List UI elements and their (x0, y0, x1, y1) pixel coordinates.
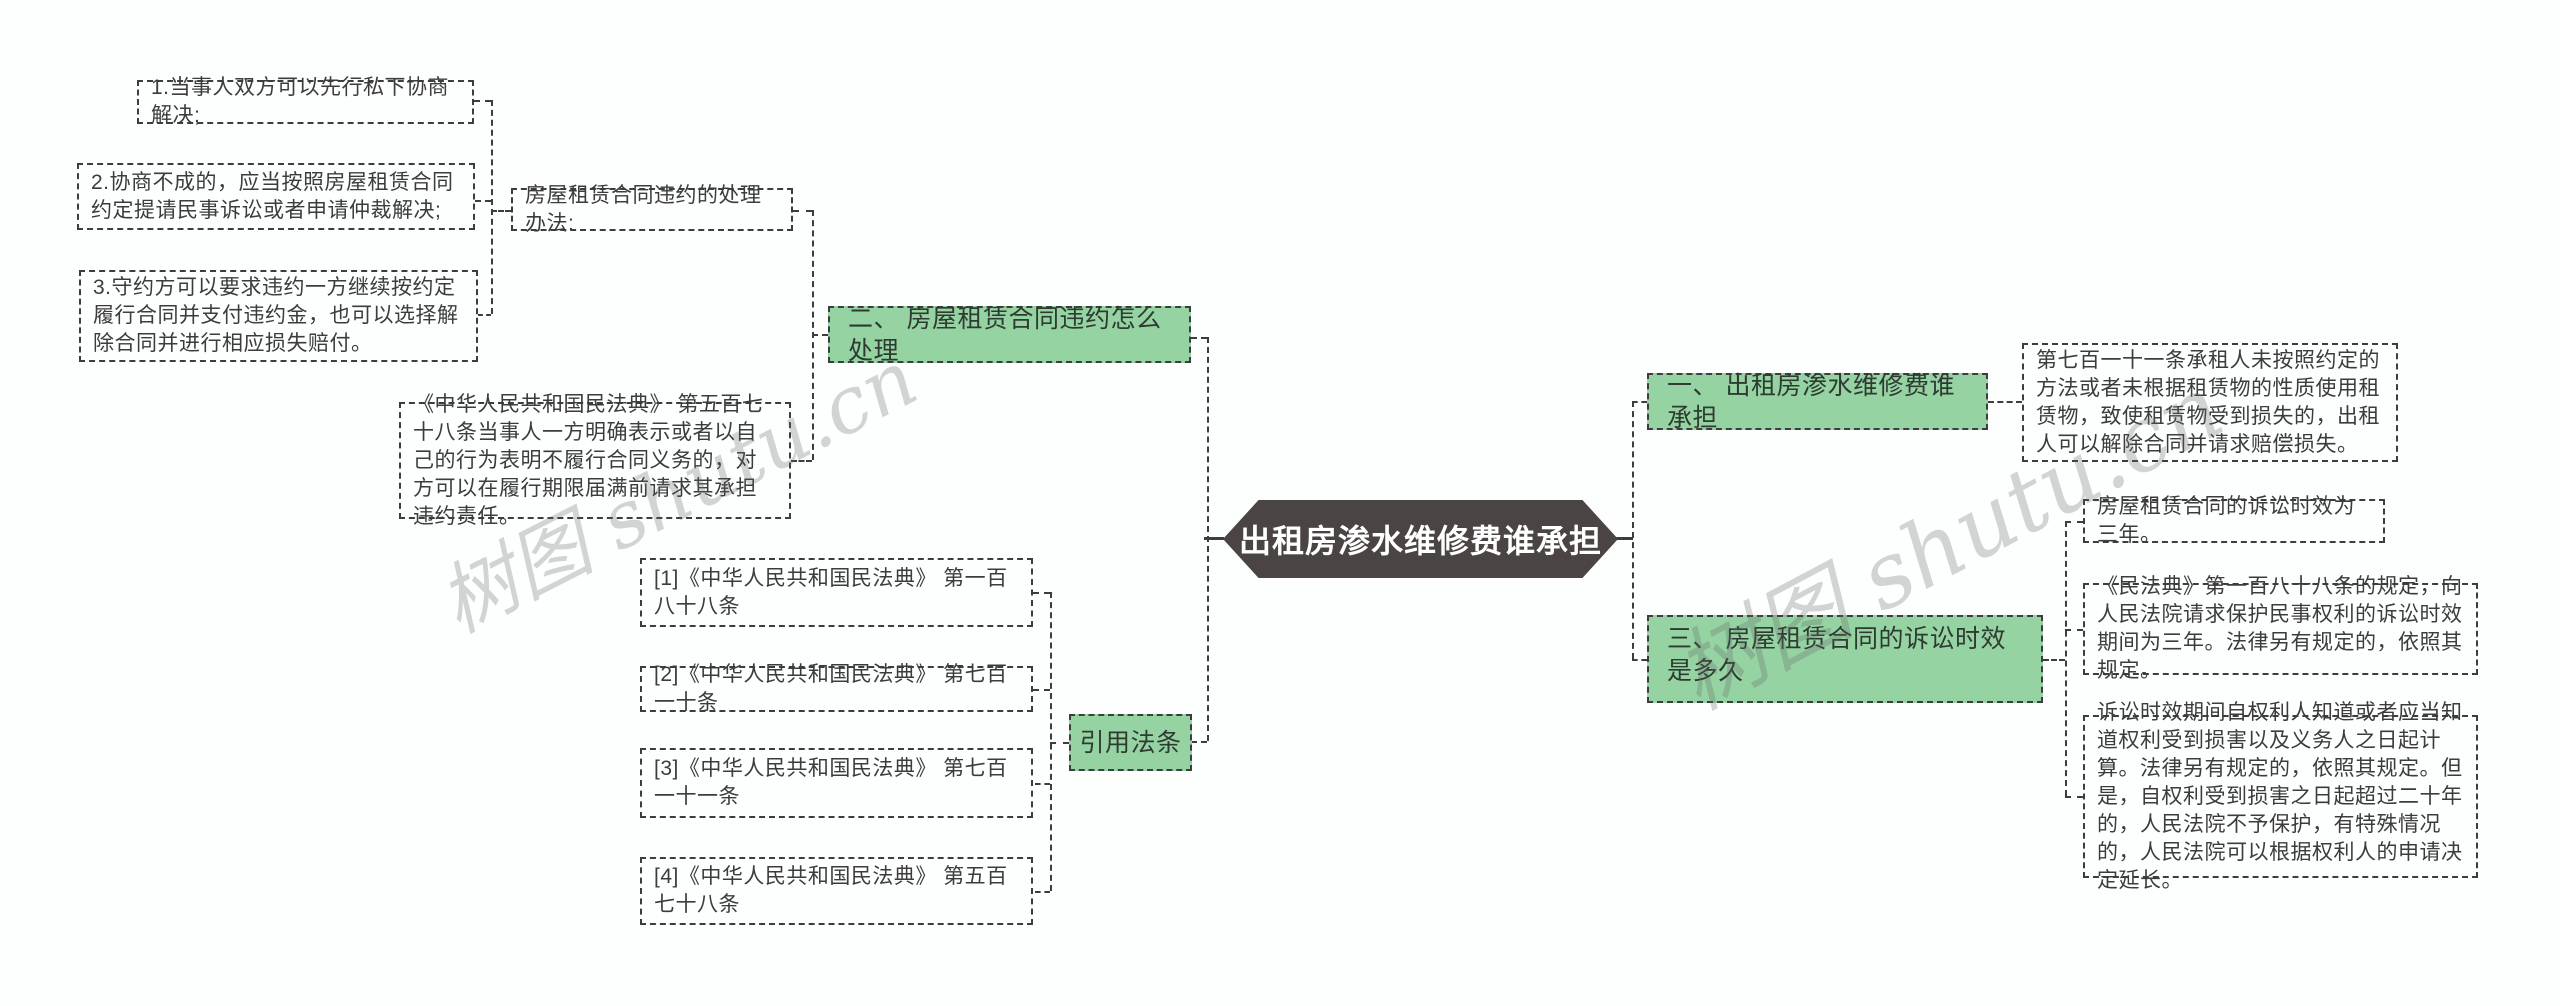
branch-limitation-period-label: 三、 房屋租赁合同的诉讼时效是多久 (1667, 625, 2006, 685)
connector (2065, 521, 2067, 796)
connector (1035, 891, 1050, 893)
connector (491, 100, 493, 314)
connector (812, 334, 828, 336)
node-breach-methods-label: 房屋租赁合同违约的处理办法: (525, 183, 762, 235)
branch-breach-handling[interactable]: 二、 房屋租赁合同违约怎么处理 (828, 305, 1191, 365)
connector (1191, 337, 1207, 339)
connector (793, 210, 812, 212)
node-citation-2[interactable]: [2]《中华人民共和国民法典》 第七百一十条 (640, 663, 1033, 714)
node-three-years[interactable]: 房屋租赁合同的诉讼时效为三年。 (2083, 495, 2385, 546)
node-citation-3[interactable]: [3]《中华人民共和国民法典》 第七百一十一条 (640, 748, 1033, 818)
node-step-1-label: 1.当事人双方可以先行私下协商解决; (151, 76, 450, 127)
branch-breach-handling-label: 二、 房屋租赁合同违约怎么处理 (848, 304, 1162, 365)
connector (491, 210, 511, 212)
node-law-578[interactable]: 《中华人民共和国民法典》 第五百七十八条当事人一方明确表示或者以自己的行为表明不… (399, 393, 791, 528)
branch-limitation-period[interactable]: 三、 房屋租赁合同的诉讼时效是多久 (1647, 615, 2043, 703)
node-step-1[interactable]: 1.当事人双方可以先行私下协商解决; (137, 76, 474, 127)
connector (1988, 401, 2022, 403)
connector (791, 460, 812, 462)
connector (2065, 629, 2083, 631)
branch-cited-laws[interactable]: 引用法条 (1069, 714, 1192, 771)
connector (1632, 401, 1647, 403)
connector (1050, 742, 1069, 744)
node-citation-3-label: [3]《中华人民共和国民法典》 第七百一十一条 (654, 757, 1008, 808)
node-step-2-label: 2.协商不成的，应当按照房屋租赁合同约定提请民事诉讼或者申请仲裁解决; (91, 170, 454, 222)
branch-repair-fee-label: 一、 出租房渗水维修费谁承担 (1667, 371, 1955, 432)
node-citation-2-label: [2]《中华人民共和国民法典》 第七百一十条 (654, 663, 1008, 714)
node-limitation-detail-label: 诉讼时效期间自权利人知道或者应当知道权利受到损害以及义务人之日起计算。法律另有规… (2097, 700, 2463, 892)
node-citation-4-label: [4]《中华人民共和国民法典》 第五百七十八条 (654, 865, 1008, 916)
node-limitation-detail[interactable]: 诉讼时效期间自权利人知道或者应当知道权利受到损害以及义务人之日起计算。法律另有规… (2083, 701, 2478, 892)
node-step-2[interactable]: 2.协商不成的，应当按照房屋租赁合同约定提请民事诉讼或者申请仲裁解决; (77, 163, 475, 230)
branch-cited-laws-label: 引用法条 (1079, 728, 1182, 757)
connector (1204, 537, 1224, 540)
node-step-3[interactable]: 3.守约方可以要求违约一方继续按约定履行合同并支付违约金，也可以选择解除合同并进… (79, 270, 478, 362)
root-topic-label: 出租房渗水维修费谁承担 (1238, 523, 1602, 559)
connector (2065, 796, 2083, 798)
node-three-years-label: 房屋租赁合同的诉讼时效为三年。 (2097, 495, 2355, 546)
node-law-188-label: 《民法典》第一百八十八条的规定，向人民法院请求保护民事权利的诉讼时效期间为三年。… (2097, 575, 2463, 682)
node-law-711[interactable]: 第七百一十一条承租人未按照约定的方法或者未根据租赁物的性质使用租赁物，致使租赁物… (2022, 343, 2398, 462)
node-citation-1-label: [1]《中华人民共和国民法典》 第一百八十八条 (654, 566, 1008, 618)
node-breach-methods[interactable]: 房屋租赁合同违约的处理办法: (511, 184, 793, 235)
node-citation-1[interactable]: [1]《中华人民共和国民法典》 第一百八十八条 (640, 558, 1033, 627)
branch-repair-fee[interactable]: 一、 出租房渗水维修费谁承担 (1647, 372, 1988, 432)
connector (1632, 659, 1647, 661)
connector (1033, 689, 1050, 691)
node-step-3-label: 3.守约方可以要求违约一方继续按约定履行合同并支付违约金，也可以选择解除合同并进… (93, 276, 459, 355)
connector (478, 314, 491, 316)
node-law-711-label: 第七百一十一条承租人未按照约定的方法或者未根据租赁物的性质使用租赁物，致使租赁物… (2036, 348, 2380, 456)
connector (1616, 537, 1633, 540)
node-law-188[interactable]: 《民法典》第一百八十八条的规定，向人民法院请求保护民事权利的诉讼时效期间为三年。… (2083, 575, 2478, 682)
connector (1050, 592, 1052, 891)
connector (2065, 521, 2083, 523)
connector (1191, 741, 1207, 743)
node-citation-4[interactable]: [4]《中华人民共和国民法典》 第五百七十八条 (640, 857, 1033, 925)
connector (1632, 401, 1634, 659)
node-law-578-label: 《中华人民共和国民法典》 第五百七十八条当事人一方明确表示或者以自己的行为表明不… (413, 392, 764, 528)
root-topic[interactable]: 出租房渗水维修费谁承担 (1223, 500, 1618, 578)
connector (2043, 659, 2065, 661)
connector (1033, 592, 1050, 594)
connector (1035, 783, 1050, 785)
connector (475, 200, 491, 202)
connector (474, 100, 491, 102)
